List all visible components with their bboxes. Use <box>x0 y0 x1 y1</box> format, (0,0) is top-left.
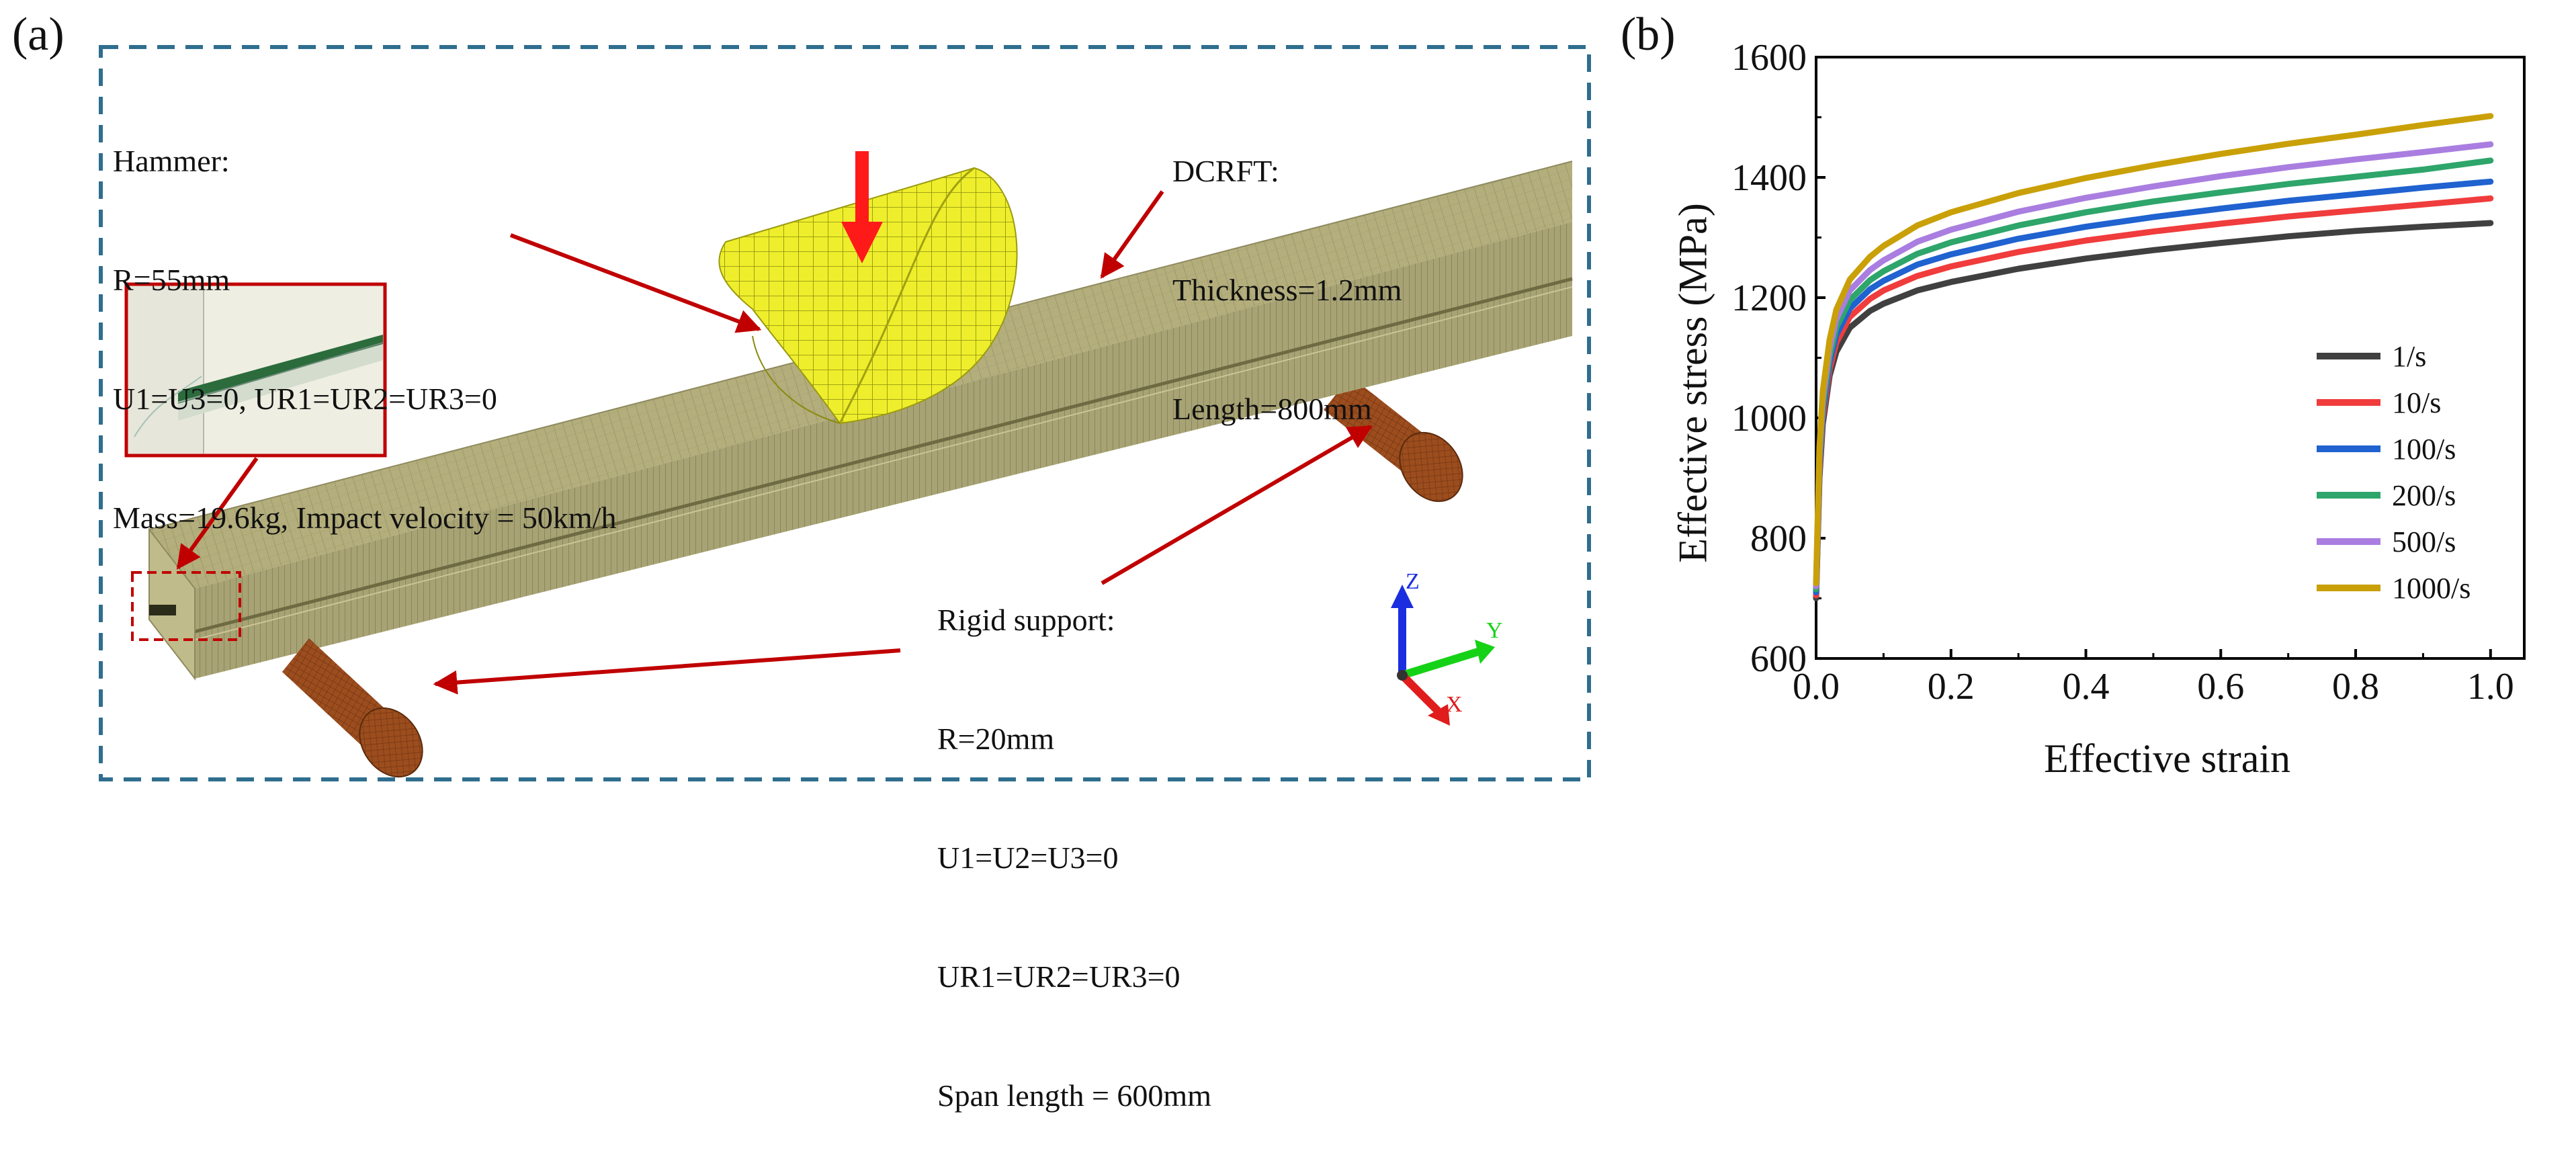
rigid-line-2: U1=U2=U3=0 <box>937 841 1119 875</box>
legend-label: 1/s <box>2392 340 2426 373</box>
hammer-line-1: R=55mm <box>113 263 230 297</box>
y-tick-label: 1200 <box>1731 277 1807 319</box>
coordinate-axes <box>1391 585 1495 726</box>
y-axis-title: Effective stress (MPa) <box>1670 203 1715 563</box>
annotation-arrows <box>176 190 1373 695</box>
panel-b-label: (b) <box>1621 9 1676 60</box>
x-tick-label: 0.8 <box>2332 666 2379 708</box>
x-tick-label: 0.0 <box>1793 666 1840 708</box>
x-tick-label: 0.4 <box>2063 666 2110 708</box>
panel-a-label: (a) <box>12 9 65 60</box>
series-line-500-per-s <box>1813 141 2494 590</box>
legend-label: 1000/s <box>2392 572 2471 605</box>
dashed-frame <box>99 45 1591 781</box>
y-tick-label: 1400 <box>1731 157 1807 199</box>
hammer-line-2: U1=U3=0, UR1=UR2=UR3=0 <box>113 382 497 416</box>
y-tick-label: 1000 <box>1731 398 1807 439</box>
dcrft-annotation: DCRFT: Thickness=1.2mm Length=800mm <box>1172 72 1402 468</box>
series-line-10-per-s <box>1813 195 2494 599</box>
x-tick-label: 0.2 <box>1928 666 1975 708</box>
legend-label: 10/s <box>2392 386 2441 419</box>
z-axis-label: Z <box>1406 569 1420 594</box>
rigid-support-rear <box>1324 376 1463 503</box>
x-tick-label: 1.0 <box>2467 666 2514 708</box>
zoom-region <box>131 571 241 641</box>
hammer-line-3: Mass=19.6kg, Impact velocity = 50km/h <box>113 501 617 535</box>
rigid-line-3: UR1=UR2=UR3=0 <box>937 959 1180 994</box>
dcrft-line-2: Length=800mm <box>1172 392 1372 426</box>
x-tick-label: 0.6 <box>2197 666 2244 708</box>
legend-label: 100/s <box>2392 433 2456 466</box>
hammer-impactor <box>718 167 1018 425</box>
rigid-support-front <box>282 638 423 778</box>
y-tick-label: 600 <box>1750 638 1807 680</box>
series-line-1000-per-s <box>1813 113 2494 587</box>
stress-strain-chart: 0.0 0.2 0.4 0.6 0.8 1.0 600 800 1000 1200 1400 1600… <box>1731 37 2526 708</box>
legend-label: 500/s <box>2392 525 2456 558</box>
legend-label: 200/s <box>2392 479 2456 512</box>
y-tick-label: 1600 <box>1731 37 1807 79</box>
rigid-title: Rigid support: <box>937 603 1115 637</box>
series-line-1-per-s <box>1813 220 2494 601</box>
hammer-annotation: Hammer: R=55mm U1=U3=0, UR1=UR2=UR3=0 Ma… <box>113 62 616 577</box>
rigid-line-1: R=20mm <box>937 722 1055 756</box>
rigid-line-4: Span length = 600mm <box>937 1078 1211 1113</box>
mesh-inset <box>124 282 387 458</box>
fe-model-figure <box>99 45 1591 781</box>
dcrft-title: DCRFT: <box>1172 154 1279 188</box>
impact-arrow <box>841 151 883 263</box>
x-axis-title: Effective strain <box>2044 736 2291 781</box>
hammer-title: Hammer: <box>113 144 230 178</box>
y-tick-label: 800 <box>1750 518 1807 560</box>
y-axis-label: Y <box>1486 618 1503 643</box>
dcrft-line-1: Thickness=1.2mm <box>1172 273 1402 307</box>
x-axis-label: X <box>1446 692 1463 717</box>
